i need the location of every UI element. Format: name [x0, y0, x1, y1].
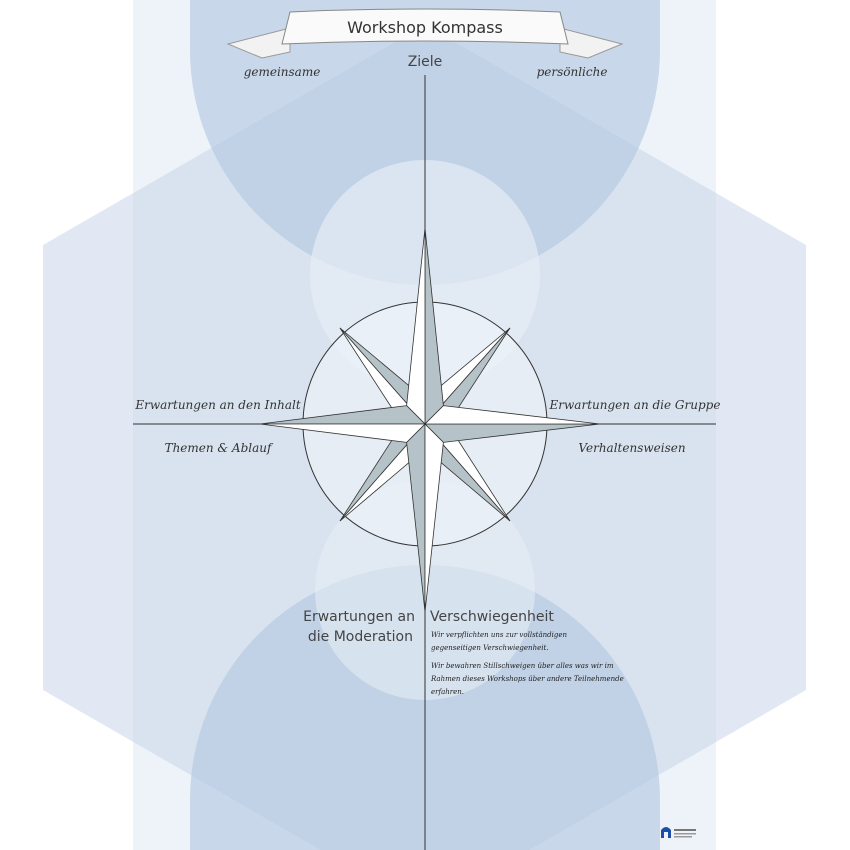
- compass-star: [259, 227, 601, 613]
- label-erwartungen-moderation-1: Erwartungen an: [303, 609, 415, 625]
- banner-right-ribbon: [559, 27, 624, 59]
- label-gemeinsame: gemeinsame: [244, 65, 321, 79]
- label-verschwiegenheit: Verschwiegenheit: [430, 609, 554, 625]
- label-erwartungen-moderation-2: die Moderation: [308, 629, 413, 645]
- label-persoenliche: persönliche: [537, 65, 608, 79]
- label-themen-ablauf: Themen & Ablauf: [165, 441, 274, 455]
- banner-left-ribbon: [226, 27, 291, 59]
- note-line: gegenseitigen Verschwiegenheit.: [431, 644, 549, 652]
- star-point-east: [424, 405, 601, 425]
- star-point-west: [259, 423, 426, 443]
- label-ziele: Ziele: [408, 54, 443, 70]
- logo-icon: [661, 827, 671, 838]
- note-line: Wir bewahren Stillschweigen über alles w…: [431, 662, 614, 670]
- label-erwartungen-inhalt: Erwartungen an den Inhalt: [134, 398, 300, 412]
- brand-logo: [661, 827, 696, 838]
- note-line: Rahmen dieses Workshops über andere Teil…: [430, 675, 624, 683]
- label-verhaltensweisen: Verhaltensweisen: [578, 441, 685, 455]
- title-banner: Workshop Kompass: [226, 8, 624, 59]
- star-point-south: [424, 423, 444, 613]
- banner-body: [281, 8, 569, 45]
- note-line: Wir verpflichten uns zur vollständigen: [431, 631, 568, 639]
- poster-title: Workshop Kompass: [347, 18, 503, 37]
- note-line: erfahren.: [431, 688, 464, 696]
- label-erwartungen-gruppe: Erwartungen an die Gruppe: [549, 398, 721, 412]
